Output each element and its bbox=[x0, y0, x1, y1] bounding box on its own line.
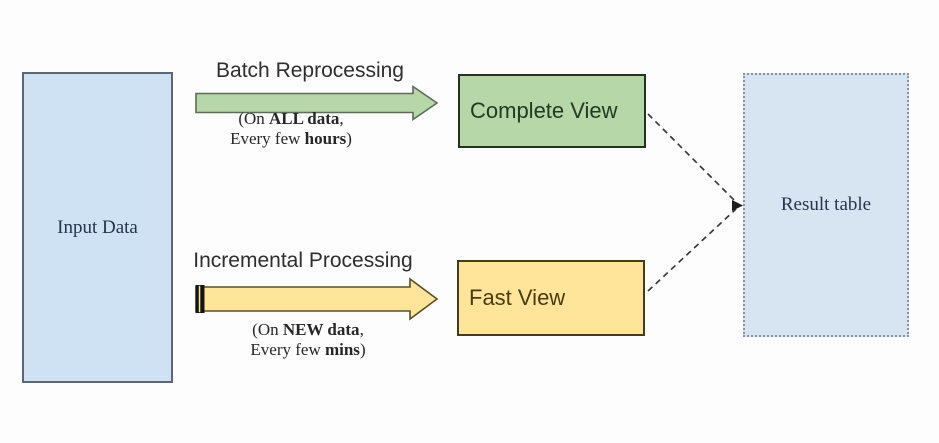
incremental-caption-line2-bold: mins bbox=[324, 340, 360, 359]
incremental-caption-line2-post: ) bbox=[359, 340, 366, 359]
incremental-arrow-icon bbox=[195, 277, 439, 321]
batch-caption-line2-pre: Every few bbox=[230, 129, 305, 148]
batch-arrow-icon bbox=[195, 84, 439, 122]
result-arrowhead-icon bbox=[732, 200, 743, 211]
fast-to-result-connector bbox=[647, 208, 737, 292]
incremental-arrow-tail-slit bbox=[198, 285, 201, 313]
complete-view-label: Complete View bbox=[470, 98, 618, 123]
fast-view-node: Fast View bbox=[457, 260, 645, 336]
incremental-flow-caption: (On NEW data, Every few mins) bbox=[208, 320, 408, 360]
complete-to-result-connector bbox=[647, 113, 737, 203]
incremental-flow-title: Incremental Processing bbox=[193, 249, 413, 272]
batch-flow-title: Batch Reprocessing bbox=[216, 59, 404, 82]
batch-caption-line1-bold: ALL data bbox=[269, 109, 340, 128]
incremental-caption-line2-pre: Every few bbox=[250, 340, 325, 359]
batch-caption-line2-post: ) bbox=[346, 129, 352, 148]
incremental-caption-line1-pre: (On bbox=[252, 320, 283, 339]
result-table-node: Result table bbox=[743, 73, 909, 337]
batch-flow-caption: (On ALL data, Every few hours) bbox=[191, 109, 391, 149]
result-table-label: Result table bbox=[780, 194, 872, 215]
batch-caption-line1-post: , bbox=[339, 109, 344, 128]
complete-view-node: Complete View bbox=[458, 74, 646, 148]
input-data-node: Input Data bbox=[22, 72, 173, 383]
input-data-label: Input Data bbox=[57, 216, 138, 238]
incremental-caption-line1-bold: NEW data bbox=[282, 320, 360, 339]
batch-caption-line1-pre: (On bbox=[238, 109, 270, 128]
batch-caption-line2-bold: hours bbox=[304, 129, 347, 148]
incremental-caption-line1-post: , bbox=[359, 320, 364, 339]
fast-view-label: Fast View bbox=[469, 285, 566, 310]
